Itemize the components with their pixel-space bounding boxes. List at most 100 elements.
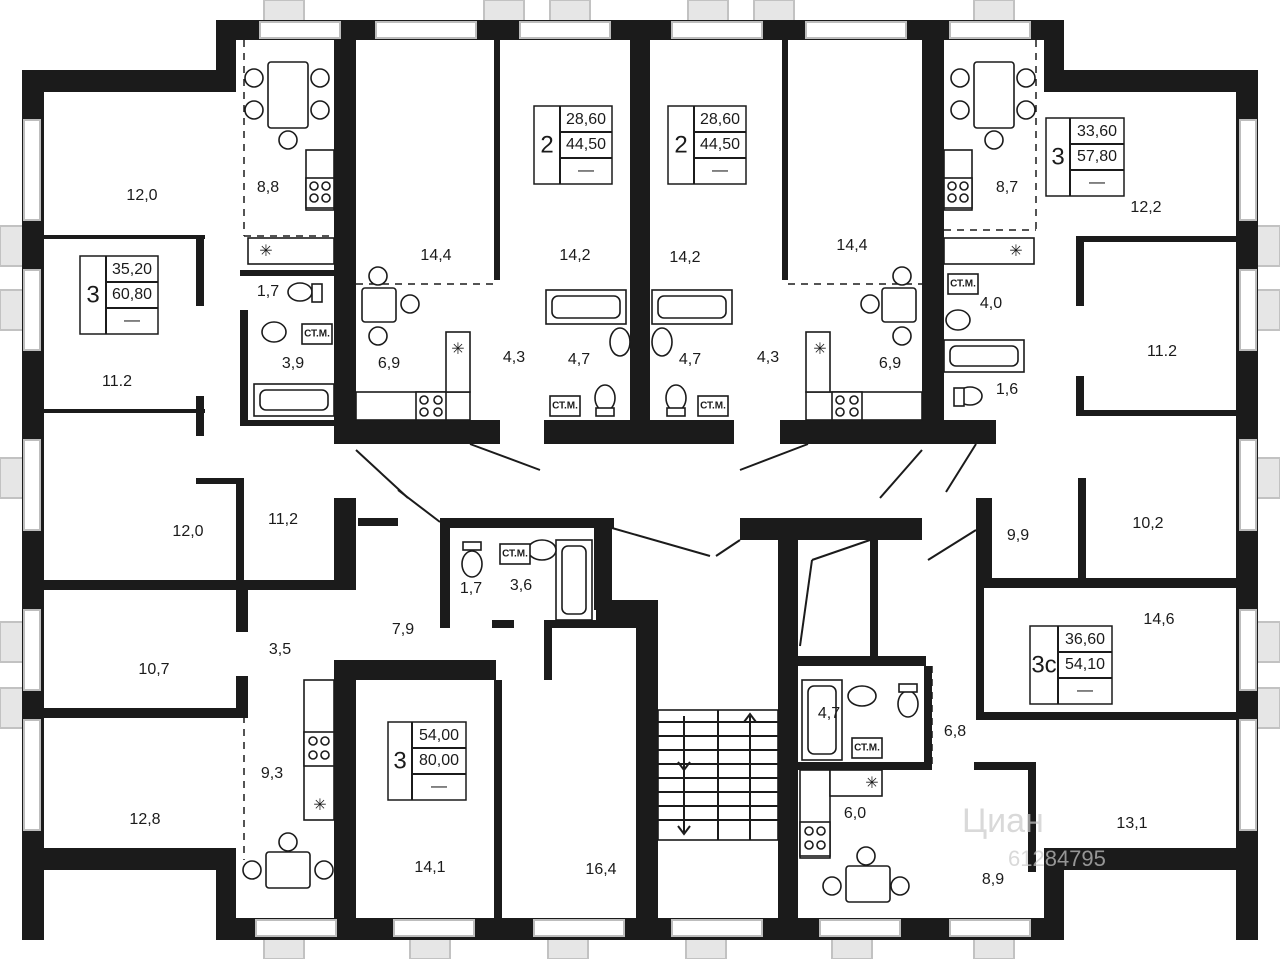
- apartment-price: —: [712, 162, 728, 179]
- window-icon: [0, 289, 25, 331]
- apartment-card[interactable]: 3 33,60 57,80 —: [1045, 117, 1125, 197]
- bathtub-icon: [253, 383, 335, 417]
- room-area-label: 7,9: [392, 621, 414, 638]
- window-icon: [1255, 621, 1280, 663]
- room-area-label: 4,7: [568, 351, 590, 368]
- svg-text:СТ.М.: СТ.М.: [854, 743, 880, 754]
- room-area-label: 9,9: [1007, 527, 1029, 544]
- svg-text:СТ.М.: СТ.М.: [950, 279, 976, 290]
- dining-set-icon: [361, 266, 420, 346]
- svg-text:СТ.М.: СТ.М.: [552, 401, 578, 412]
- apartment-rooms: 3с: [1031, 651, 1056, 678]
- ventilation-icon: ✳: [259, 243, 272, 260]
- apartment-living-area: 36,60: [1065, 631, 1105, 648]
- apartment-total-area: 44,50: [700, 136, 740, 153]
- toilet-icon: [594, 384, 616, 417]
- bathtub-icon: [545, 289, 627, 325]
- room-area-label: 8,7: [996, 179, 1018, 196]
- bathtub-icon: [555, 539, 593, 621]
- ventilation-icon: ✳: [1009, 243, 1022, 260]
- apartment-living-area: 28,60: [700, 111, 740, 128]
- svg-text:СТ.М.: СТ.М.: [700, 401, 726, 412]
- stove-icon: [799, 769, 831, 859]
- toilet-cabinet-label: СТ.М.: [947, 273, 979, 295]
- room-area-label: 1,6: [996, 381, 1018, 398]
- apartment-rooms: 3: [1051, 143, 1064, 170]
- apartment-living-area: 35,20: [112, 261, 152, 278]
- toilet-cabinet-label: СТ.М.: [697, 395, 729, 417]
- room-area-label: 6,9: [879, 355, 901, 372]
- apartment-price: —: [431, 778, 447, 795]
- room-area-label: 1,7: [257, 283, 279, 300]
- apartment-card[interactable]: 3 35,20 60,80 —: [79, 255, 159, 335]
- window-icon: [0, 687, 25, 729]
- room-area-label: 12,0: [126, 187, 157, 204]
- window-icon: [0, 225, 25, 267]
- watermark-brand: Циан: [962, 802, 1044, 840]
- apartment-living-area: 54,00: [419, 727, 459, 744]
- svg-text:СТ.М.: СТ.М.: [502, 549, 528, 560]
- apartment-card[interactable]: 2 28,60 44,50 —: [667, 105, 747, 185]
- room-area-label: 12,0: [172, 523, 203, 540]
- staircase-icon: [657, 709, 779, 841]
- stove-icon: [943, 149, 973, 211]
- room-area-label: 14,2: [559, 247, 590, 264]
- room-area-label: 12,8: [129, 811, 160, 828]
- apartment-card[interactable]: 3с 36,60 54,10 —: [1029, 625, 1113, 705]
- toilet-cabinet-label: СТ.М.: [301, 323, 333, 345]
- apartment-rooms: 2: [540, 131, 553, 158]
- toilet-icon: [953, 386, 983, 407]
- room-area-label: 14,2: [669, 249, 700, 266]
- sink-icon: [847, 685, 877, 707]
- toilet-icon: [665, 384, 687, 417]
- sink-icon: [651, 327, 673, 357]
- sink-icon: [527, 539, 557, 561]
- ventilation-icon: ✳: [313, 797, 326, 814]
- sink-icon: [261, 321, 287, 343]
- apartment-total-area: 54,10: [1065, 656, 1105, 673]
- ventilation-icon: ✳: [865, 775, 878, 792]
- apartment-price: —: [578, 162, 594, 179]
- window-icon: [1255, 289, 1280, 331]
- apartment-price: —: [1077, 682, 1093, 699]
- stove-icon: [805, 391, 923, 421]
- room-area-label: 12,2: [1130, 199, 1161, 216]
- bathtub-icon: [801, 679, 843, 761]
- room-area-label: 4,7: [818, 705, 840, 722]
- apartment-rooms: 3: [86, 281, 99, 308]
- room-area-label: 10,2: [1132, 515, 1163, 532]
- room-area-label: 14,4: [836, 237, 867, 254]
- room-area-label: 3,9: [282, 355, 304, 372]
- watermark: Циан 61284795: [962, 802, 1106, 871]
- apartment-rooms: 3: [393, 747, 406, 774]
- sink-icon: [945, 309, 971, 331]
- interior-walls: [41, 40, 1238, 918]
- apartment-rooms: 2: [674, 131, 687, 158]
- toilet-cabinet-label: СТ.М.: [549, 395, 581, 417]
- room-area-label: 3,5: [269, 641, 291, 658]
- outer-walls: [22, 20, 1258, 940]
- room-area-label: 8,8: [257, 179, 279, 196]
- apartment-card[interactable]: 3 54,00 80,00 —: [387, 721, 467, 801]
- dining-set-icon: [950, 61, 1036, 150]
- room-area-label: 11.2: [1147, 343, 1177, 360]
- apartment-total-area: 80,00: [419, 752, 459, 769]
- dining-set-icon: [822, 846, 910, 903]
- window-icon: [0, 457, 25, 499]
- bathtub-icon: [943, 339, 1025, 373]
- sink-icon: [609, 327, 631, 357]
- window-icon: [0, 621, 25, 663]
- ventilation-icon: ✳: [813, 341, 826, 358]
- window-icon: [1255, 457, 1280, 499]
- svg-text:СТ.М.: СТ.М.: [304, 329, 330, 340]
- apartment-total-area: 60,80: [112, 286, 152, 303]
- apartment-living-area: 33,60: [1077, 123, 1117, 140]
- bathtub-icon: [651, 289, 733, 325]
- stove-icon: [303, 679, 335, 821]
- window-icon: [1255, 687, 1280, 729]
- room-area-label: 16,4: [585, 861, 616, 878]
- apartment-card[interactable]: 2 28,60 44,50 —: [533, 105, 613, 185]
- stove-icon: [355, 391, 471, 421]
- watermark-code: 61284795: [1008, 846, 1106, 871]
